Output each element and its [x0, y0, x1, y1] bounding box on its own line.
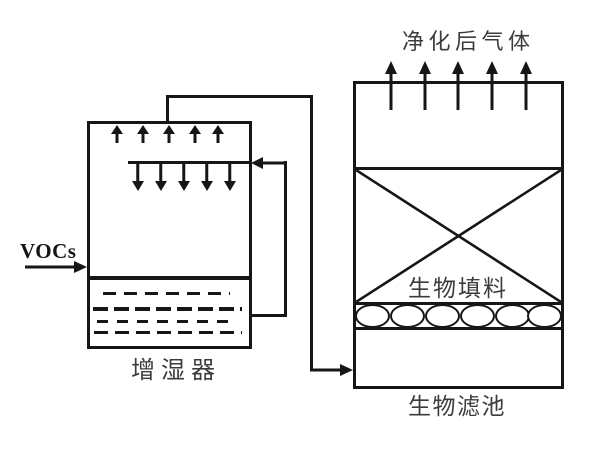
gas-pipe-stub — [166, 95, 169, 124]
arrow-shaft — [261, 161, 287, 164]
media-ellipse — [390, 304, 425, 328]
packing-top-line — [353, 167, 564, 170]
spray-down-arrow-icon — [200, 164, 213, 191]
water-dash-row — [103, 292, 230, 295]
outlet-up-arrow-icon — [451, 61, 464, 110]
gas-up-arrow-icon — [137, 125, 149, 143]
spray-feed-arrow-icon — [251, 156, 287, 169]
media-ellipse — [425, 304, 460, 328]
recirc-pipe-bottom-run — [250, 314, 287, 317]
purified-gas-label: 净化后气体 — [402, 29, 535, 54]
spray-header-bar — [128, 161, 252, 164]
humidifier-water-divider — [87, 276, 252, 280]
media-ellipse — [527, 304, 562, 328]
outlet-up-arrow-icon — [519, 61, 532, 110]
arrow-head — [251, 156, 263, 169]
gas-inlet-arrow-icon — [310, 363, 353, 376]
spray-down-arrow-icon — [131, 164, 144, 191]
gas-up-arrow-icon — [163, 125, 175, 143]
media-ellipse — [460, 304, 495, 328]
arrow-shaft — [25, 265, 77, 269]
spray-down-arrow-icon — [177, 164, 190, 191]
recirc-pipe-up-run — [284, 161, 287, 317]
bio-packing-label: 生物填料 — [408, 275, 508, 301]
media-band-top-line — [353, 302, 564, 305]
arrow-shaft — [310, 368, 343, 371]
outlet-up-arrow-icon — [418, 61, 431, 110]
gas-pipe-down-run — [310, 95, 313, 371]
biofilter-label: 生物滤池 — [408, 393, 506, 419]
water-dash-row — [94, 331, 242, 334]
vocs-inlet-arrow-icon — [25, 261, 87, 273]
media-ellipse — [495, 304, 530, 328]
vocs-inlet-label: VOCs — [20, 239, 77, 263]
gas-up-arrow-icon — [189, 125, 201, 143]
media-band-bottom-line — [353, 327, 564, 330]
spray-down-arrow-icon — [223, 164, 236, 191]
spray-down-arrow-icon — [154, 164, 167, 191]
water-dash-row — [93, 307, 242, 311]
gas-up-arrow-icon — [212, 125, 224, 143]
humidifier-label: 增湿器 — [131, 357, 221, 384]
arrow-head — [74, 261, 87, 273]
humidifier-vessel — [87, 121, 252, 349]
arrow-head — [340, 363, 353, 376]
outlet-up-arrow-icon — [485, 61, 498, 110]
outlet-up-arrow-icon — [384, 61, 397, 110]
gas-pipe-top-run — [166, 95, 313, 98]
water-dash-row — [97, 320, 235, 323]
media-ellipse — [355, 304, 390, 328]
packing-cross-brace — [356, 170, 561, 302]
gas-up-arrow-icon — [111, 125, 123, 143]
